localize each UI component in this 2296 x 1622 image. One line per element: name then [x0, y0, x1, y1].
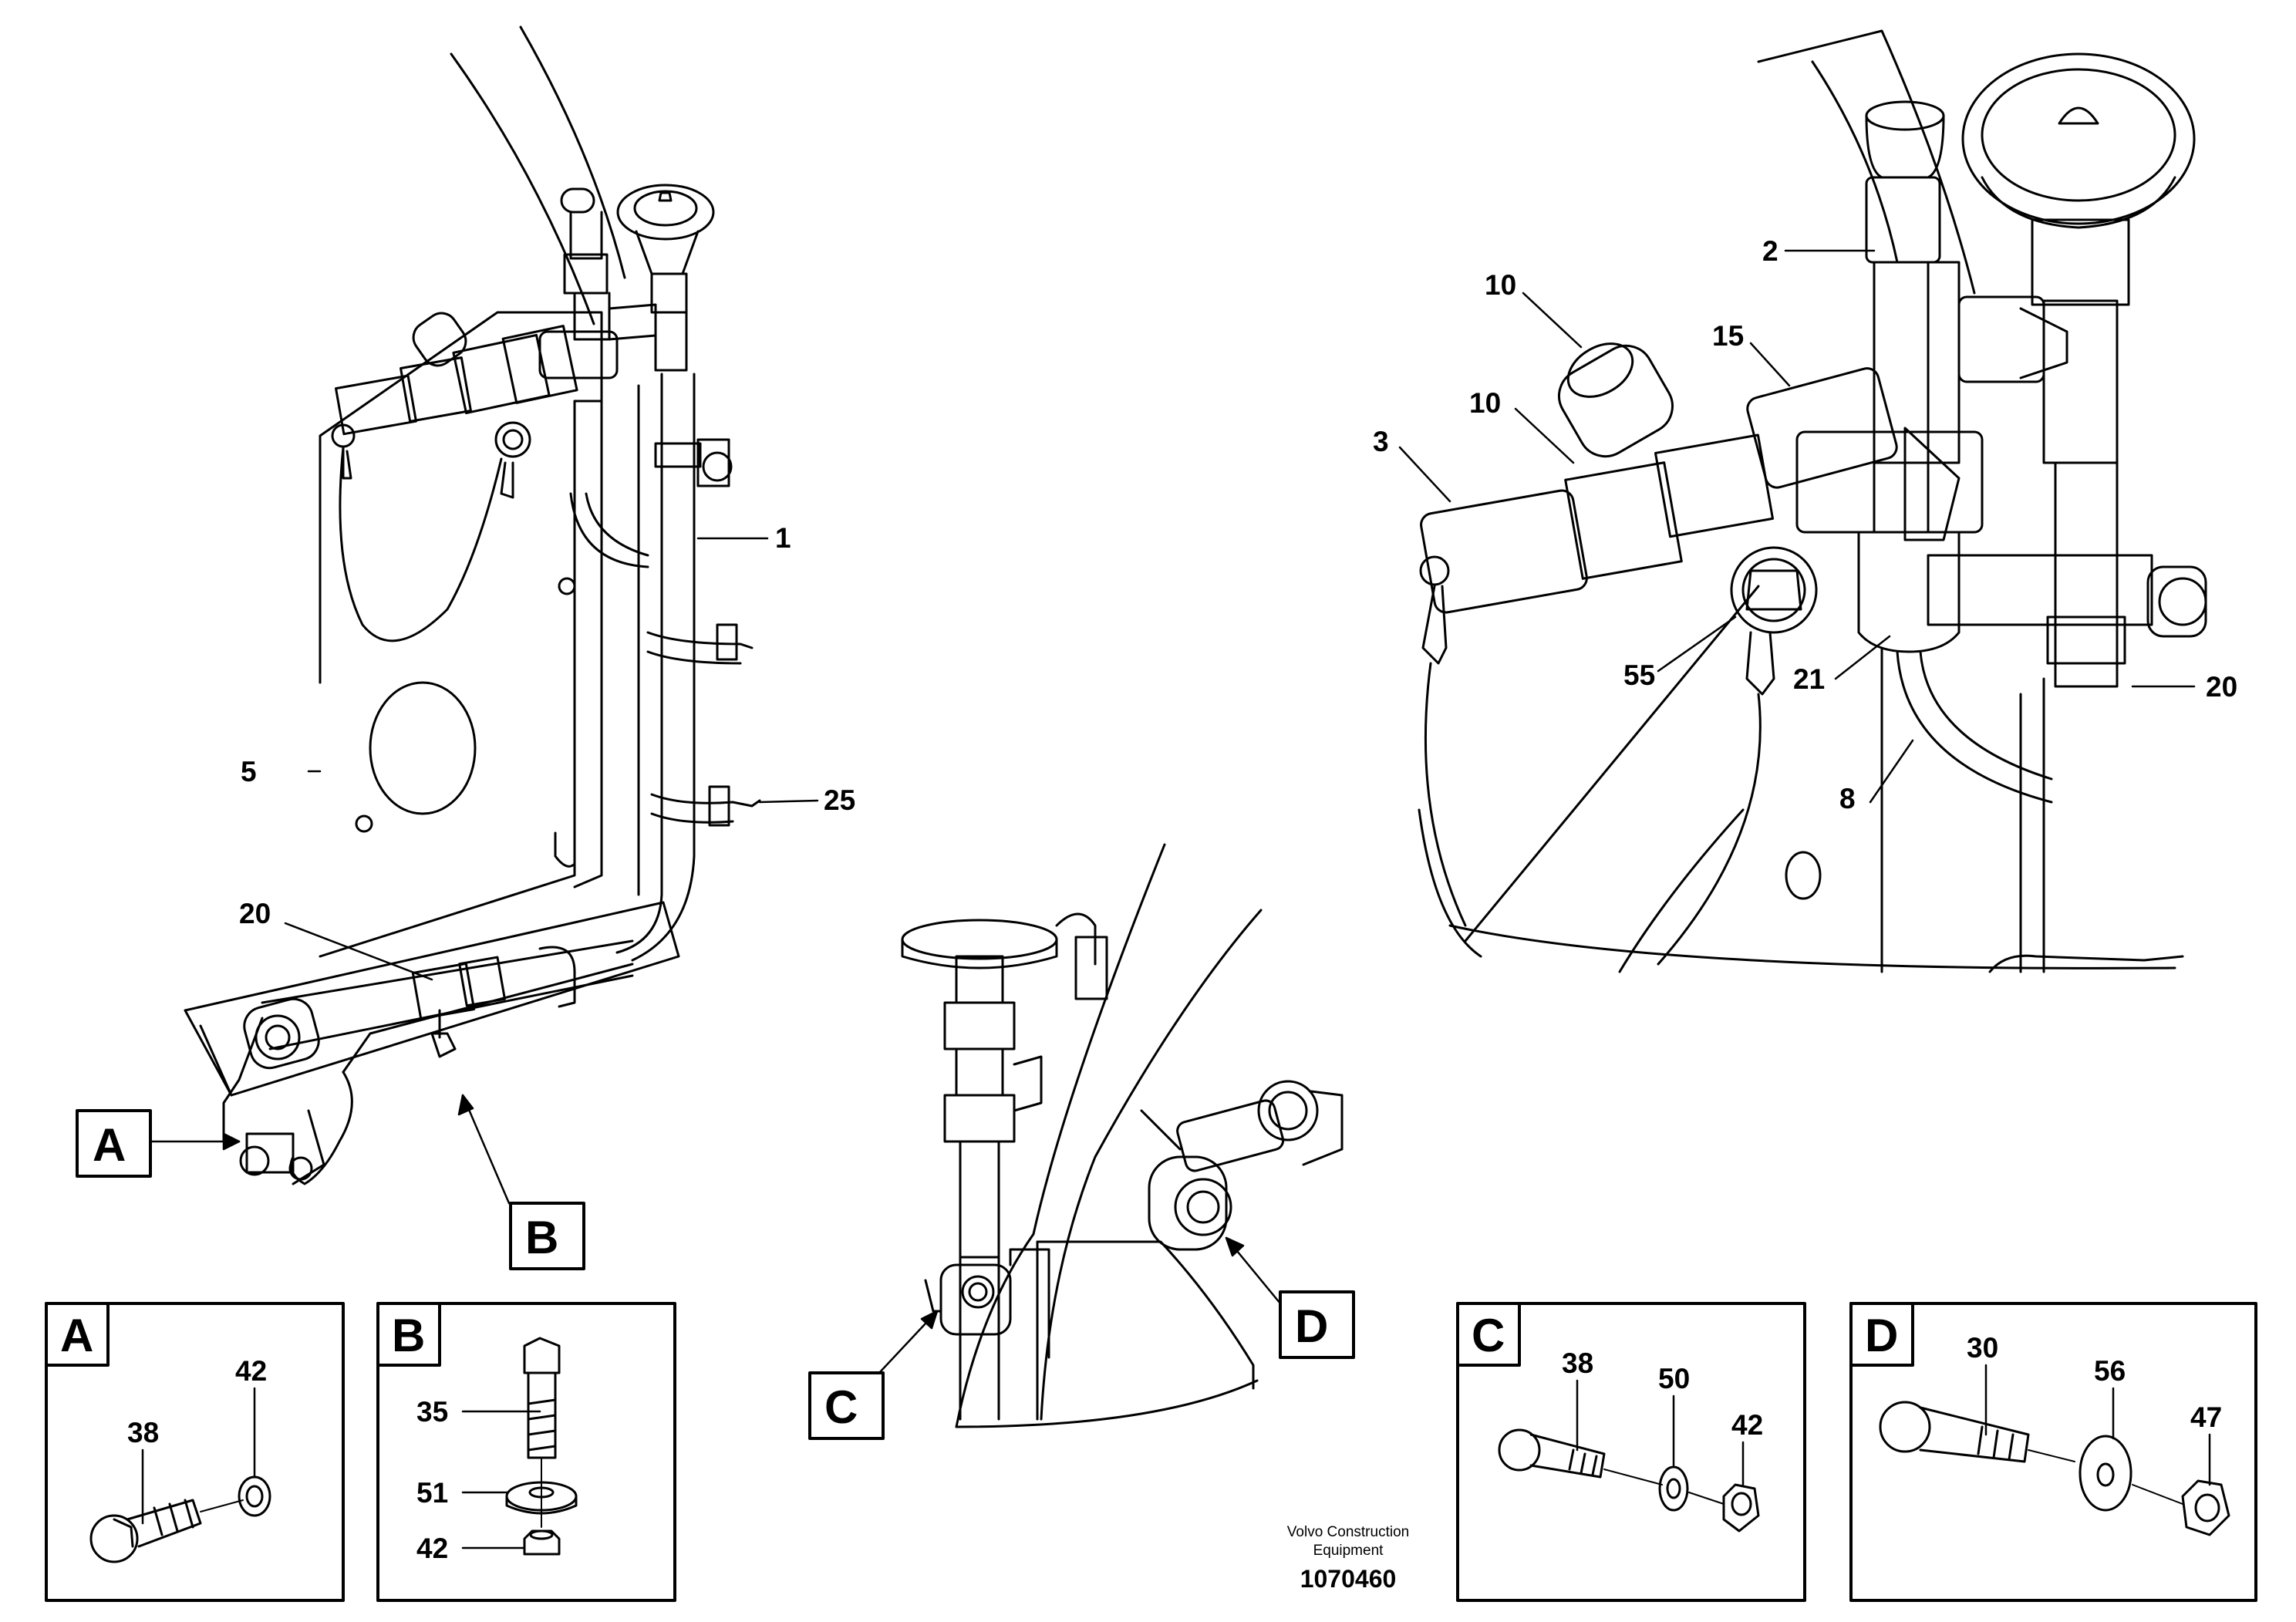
drawing-number: 1070460: [1300, 1565, 1397, 1593]
callout-55: 55: [1623, 659, 1655, 691]
credit-line-1: Volvo Construction: [1287, 1524, 1409, 1540]
detail-c-part-38: 38: [1562, 1347, 1593, 1379]
detail-a-letter: A: [60, 1310, 93, 1361]
ref-box-c: [808, 1371, 885, 1440]
callout-5: 5: [241, 756, 257, 787]
credit-line-2: Equipment: [1313, 1543, 1384, 1559]
center-view-callouts: [878, 1236, 1282, 1374]
callout-20-detail: 20: [2206, 671, 2237, 703]
enlarged-detail-view: [1418, 29, 2207, 973]
detail-a-part-38: 38: [127, 1417, 159, 1448]
detail-b-part-35: 35: [416, 1396, 448, 1428]
detail-c-letter: C: [1472, 1310, 1505, 1361]
ref-label-a: A: [93, 1119, 126, 1171]
detail-d-part-56: 56: [2094, 1355, 2126, 1387]
callout-3: 3: [1373, 426, 1389, 457]
detail-view-callouts: [1398, 249, 2196, 804]
detail-box-a: [45, 1302, 345, 1602]
ref-label-c: C: [824, 1381, 858, 1433]
detail-d-letter: D: [1865, 1310, 1898, 1361]
ref-box-a: [76, 1109, 152, 1178]
ref-label-d: D: [1295, 1300, 1328, 1352]
ref-box-b: [509, 1202, 585, 1270]
callout-10-lower: 10: [1469, 387, 1501, 419]
detail-box-d: [1849, 1302, 2257, 1602]
ref-box-d: [1279, 1290, 1355, 1359]
callout-25: 25: [824, 784, 855, 816]
callout-1: 1: [775, 522, 791, 554]
detail-b-letter: B: [392, 1310, 425, 1361]
ref-label-b: B: [525, 1212, 558, 1263]
detail-b-part-51: 51: [416, 1477, 448, 1509]
main-callouts: [149, 537, 819, 1205]
detail-d-part-30: 30: [1967, 1332, 1998, 1364]
callout-10-upper: 10: [1485, 269, 1516, 301]
callout-2: 2: [1762, 235, 1778, 267]
center-view: [901, 843, 1344, 1428]
detail-c-part-42: 42: [1731, 1409, 1763, 1441]
main-assembly-view: [184, 25, 761, 1185]
detail-d-part-47: 47: [2190, 1401, 2222, 1433]
detail-c-part-50: 50: [1658, 1363, 1690, 1394]
callout-21: 21: [1793, 663, 1825, 695]
detail-box-c: [1456, 1302, 1806, 1602]
detail-b-part-42: 42: [416, 1533, 448, 1564]
callout-8: 8: [1839, 783, 1856, 814]
detail-a-part-42: 42: [235, 1355, 267, 1387]
detail-box-b: [376, 1302, 676, 1602]
callout-15: 15: [1712, 320, 1744, 352]
callout-20-main: 20: [239, 898, 271, 929]
